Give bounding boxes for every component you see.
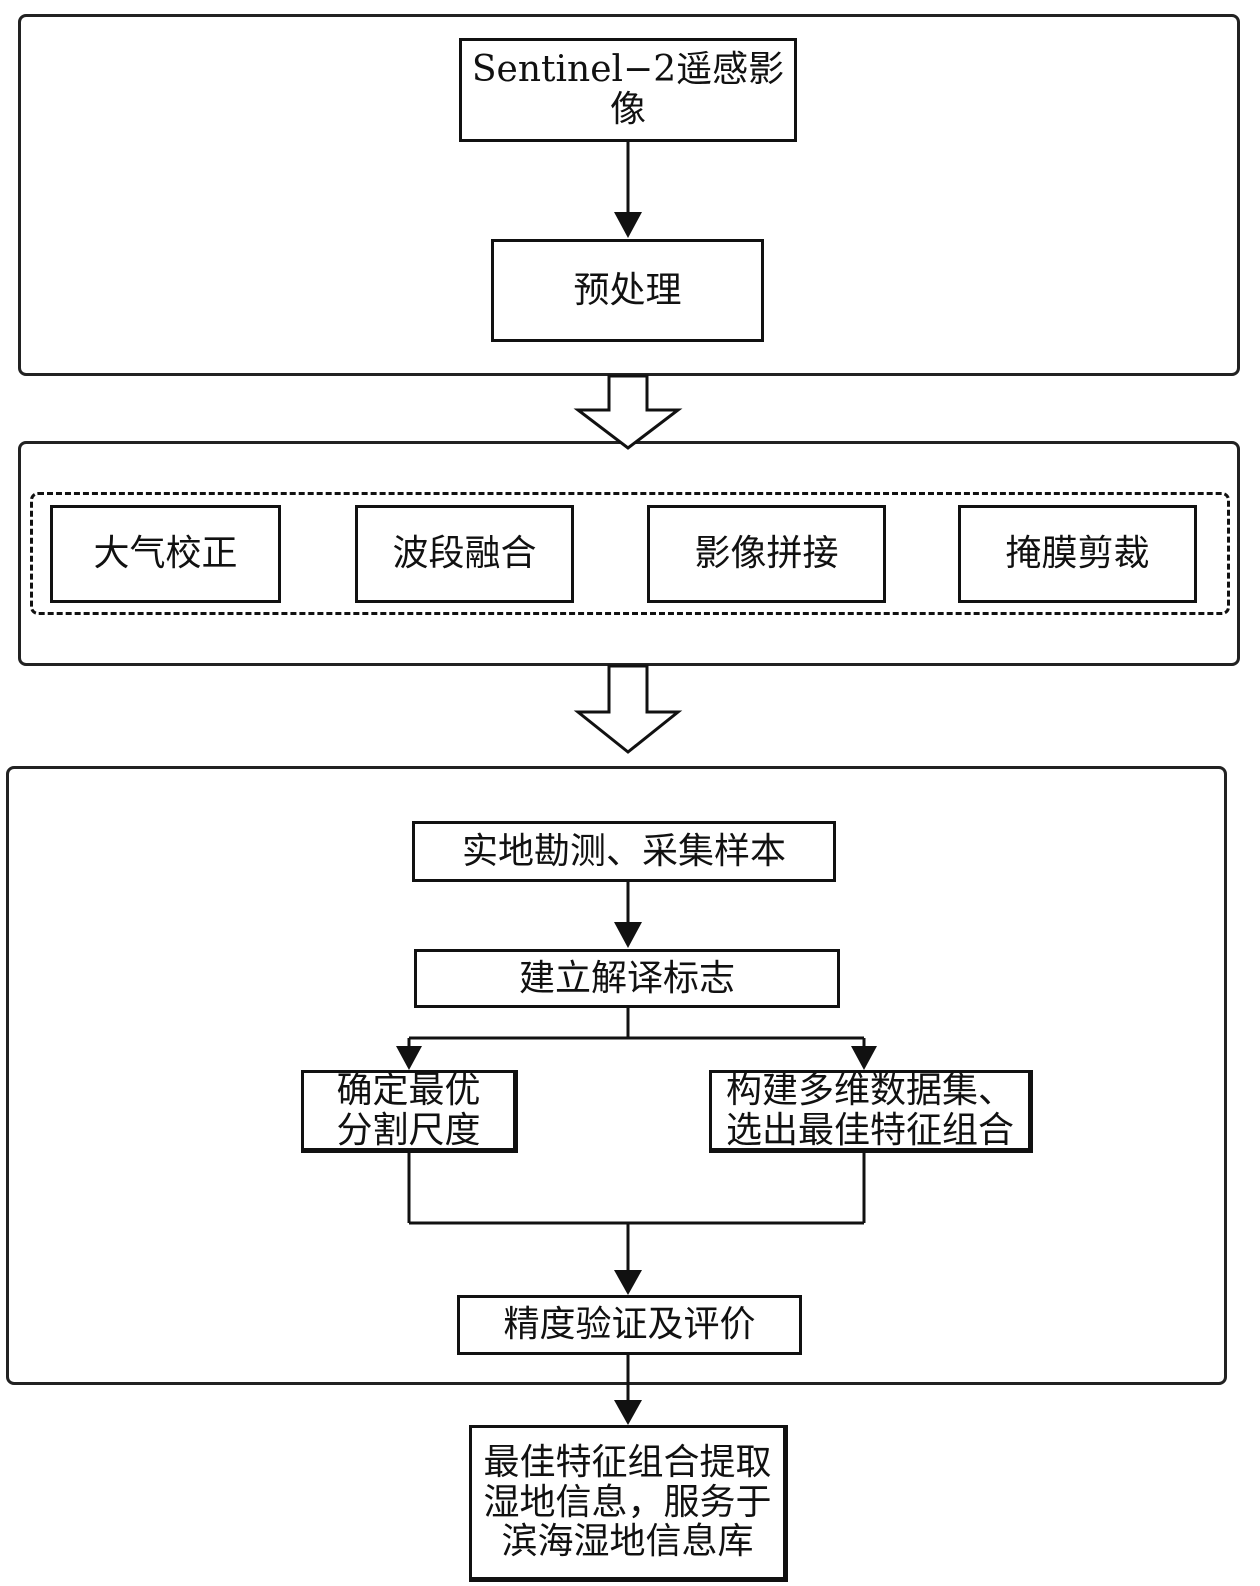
- step-label: 掩膜剪裁: [1005, 533, 1150, 575]
- scale-box: 确定最优 分割尺度: [301, 1070, 518, 1153]
- final-box: 最佳特征组合提取 湿地信息，服务于 滨海湿地信息库: [469, 1425, 788, 1582]
- block-arrow-1: [573, 374, 683, 450]
- accuracy-box-label: 精度验证及评价: [503, 1304, 756, 1346]
- survey-box: 实地勘测、采集样本: [412, 821, 836, 882]
- interpret-box-label: 建立解译标志: [518, 957, 735, 999]
- block-arrow-2: [573, 664, 683, 754]
- step-atmospheric-correction: 大气校正: [50, 505, 281, 603]
- interpret-box: 建立解译标志: [414, 949, 840, 1008]
- feature-box-label: 构建多维数据集、 选出最佳特征组合: [725, 1069, 1014, 1151]
- arrowhead: [614, 1400, 642, 1425]
- step-mask-clip: 掩膜剪裁: [958, 505, 1197, 603]
- step-label: 波段融合: [392, 533, 537, 575]
- preprocess-box-label: 预处理: [573, 269, 682, 311]
- step-label: 影像拼接: [694, 533, 839, 575]
- step-band-fusion: 波段融合: [355, 505, 574, 603]
- preprocess-box: 预处理: [491, 239, 764, 342]
- preprocess-steps-group: [30, 492, 1230, 615]
- accuracy-box: 精度验证及评价: [457, 1295, 802, 1355]
- step-label: 大气校正: [93, 533, 238, 575]
- feature-box: 构建多维数据集、 选出最佳特征组合: [709, 1070, 1033, 1153]
- step-image-mosaic: 影像拼接: [647, 505, 886, 603]
- source-box: Sentinel−2遥感影像: [459, 38, 797, 142]
- scale-box-label: 确定最优 分割尺度: [336, 1069, 481, 1151]
- final-box-label: 最佳特征组合提取 湿地信息，服务于 滨海湿地信息库: [483, 1442, 772, 1563]
- source-box-label: Sentinel−2遥感影像: [471, 49, 785, 130]
- survey-box-label: 实地勘测、采集样本: [461, 830, 786, 872]
